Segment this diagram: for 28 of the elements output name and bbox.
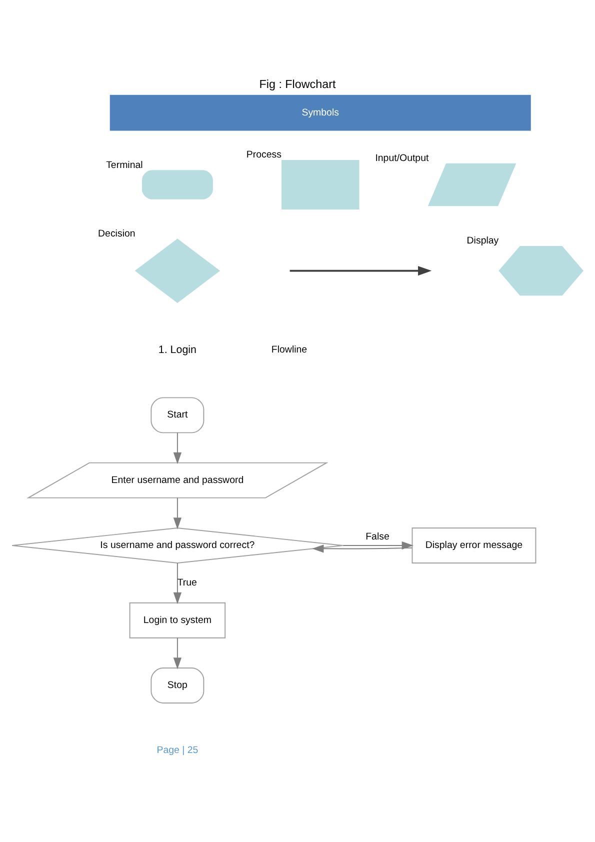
node-parallelogram <box>428 162 516 206</box>
arrow <box>173 562 182 604</box>
node-label: Decision <box>98 228 136 239</box>
node-box: Display error message <box>412 526 536 563</box>
node-label: Input/Output <box>375 152 429 164</box>
node-diamond: Is username and password correct? <box>12 526 344 563</box>
node-box: Symbols <box>110 94 531 130</box>
label: Flowline <box>271 344 308 355</box>
label: Page | 25 <box>156 744 198 756</box>
node-box <box>281 159 360 210</box>
node-box: Start <box>150 396 204 433</box>
node-label: Process <box>246 149 282 160</box>
arrow <box>173 432 182 464</box>
node-label: Display <box>466 235 499 246</box>
node-box <box>142 170 213 199</box>
label: 1. Login <box>158 343 196 356</box>
arrow <box>173 636 182 669</box>
node-box: Stop <box>150 666 204 703</box>
node-label: Terminal <box>106 159 143 170</box>
arrow <box>173 496 182 529</box>
node-diamond <box>134 238 220 302</box>
node-hexagon <box>498 246 584 296</box>
edge-label: True <box>177 576 197 588</box>
caption: Fig : Flowchart <box>259 78 336 91</box>
node-box: Login to system <box>129 602 226 638</box>
edge-label: False <box>366 531 390 542</box>
arrow <box>342 540 414 550</box>
arrow <box>312 544 412 552</box>
